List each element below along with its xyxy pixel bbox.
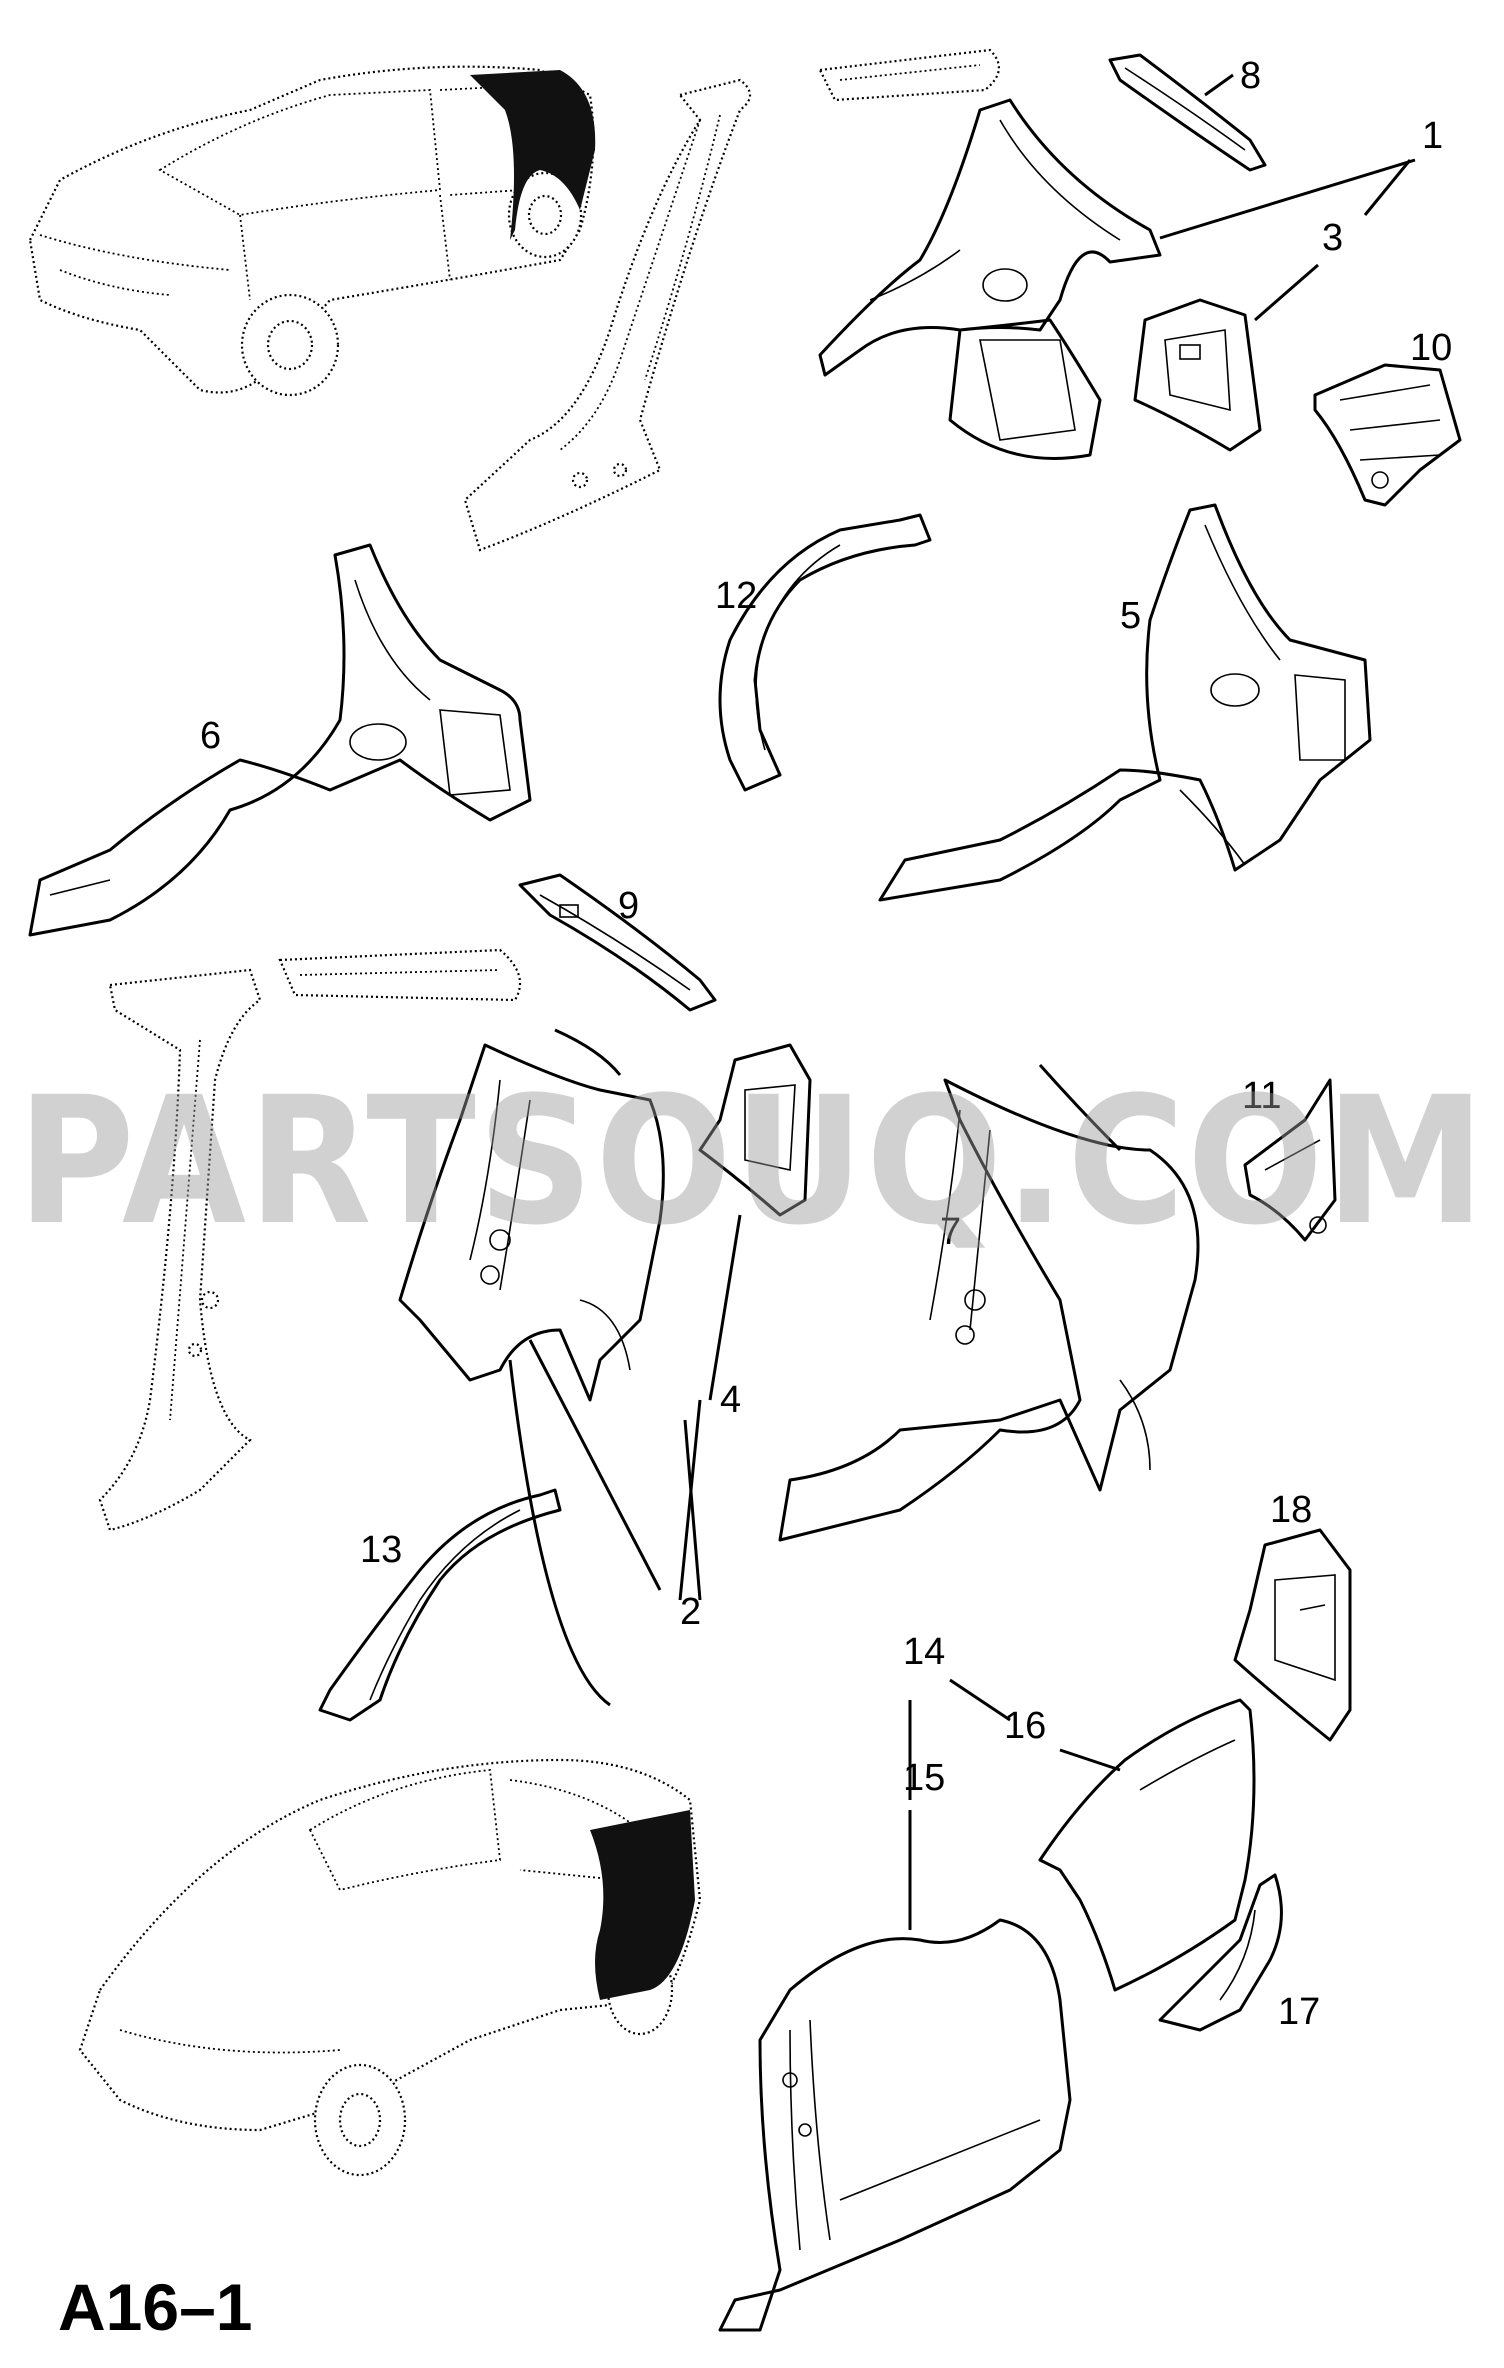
part-11-bracket: [1243, 1078, 1337, 1242]
callout-10: 10: [1410, 327, 1452, 369]
part-10-bracket: [1313, 363, 1462, 507]
pillar-assembly-top: [463, 48, 1000, 552]
part-8-bracket: [1108, 53, 1267, 172]
part-4-inner-reinforcement: [698, 1043, 812, 1217]
callout-17: 17: [1278, 1991, 1320, 2033]
callout-15: 15: [903, 1757, 945, 1799]
callout-3: 3: [1322, 217, 1343, 259]
part-17-corner-piece: [1158, 1873, 1283, 2032]
callout-4: 4: [720, 1379, 741, 1421]
callout-18: 18: [1270, 1489, 1312, 1531]
part-15-lower-side-panel: [718, 1918, 1072, 2332]
callout-labels: 1 2 3 4 5 6 7 8 9 10 11 12 13 14 15 16 1…: [200, 55, 1452, 2033]
part-12-wheelhouse-trim: [718, 513, 932, 792]
part-1-quarter-inner-panel: [818, 98, 1162, 460]
callout-14: 14: [903, 1631, 945, 1673]
figure-id: A16–1: [58, 2270, 253, 2344]
callout-13: 13: [360, 1529, 402, 1571]
callout-5: 5: [1120, 595, 1141, 637]
part-9-rail: [518, 873, 717, 1012]
callout-12: 12: [715, 575, 757, 617]
reference-car-convertible: [78, 1758, 702, 2177]
callout-11: 11: [1242, 1075, 1281, 1117]
pillar-assembly-middle: [98, 948, 522, 1532]
part-6-quarter-panel: [28, 543, 532, 937]
part-7-quarter-outer-panel: [778, 1064, 1200, 1542]
callout-7: 7: [940, 1211, 961, 1253]
callout-16: 16: [1004, 1705, 1046, 1747]
part-16-upper-side-panel: [1038, 1698, 1256, 1992]
part-13-wheelhouse-trim: [318, 1488, 562, 1722]
part-18-inner-reinforcement: [1233, 1528, 1352, 1742]
callout-9: 9: [618, 885, 639, 927]
callout-2: 2: [680, 1591, 701, 1633]
watermark: PARTSOUQ.COM: [17, 1059, 1487, 1264]
part-2-quarter-outer-panel: [398, 1028, 665, 1402]
part-5-quarter-panel: [878, 503, 1372, 902]
part-3-reinforcement: [1133, 298, 1262, 452]
callout-8: 8: [1240, 55, 1261, 97]
callout-6: 6: [200, 715, 221, 757]
reference-car-hatchback: [28, 65, 596, 397]
callout-1: 1: [1422, 115, 1443, 157]
leader-lines: [508, 73, 1416, 1930]
